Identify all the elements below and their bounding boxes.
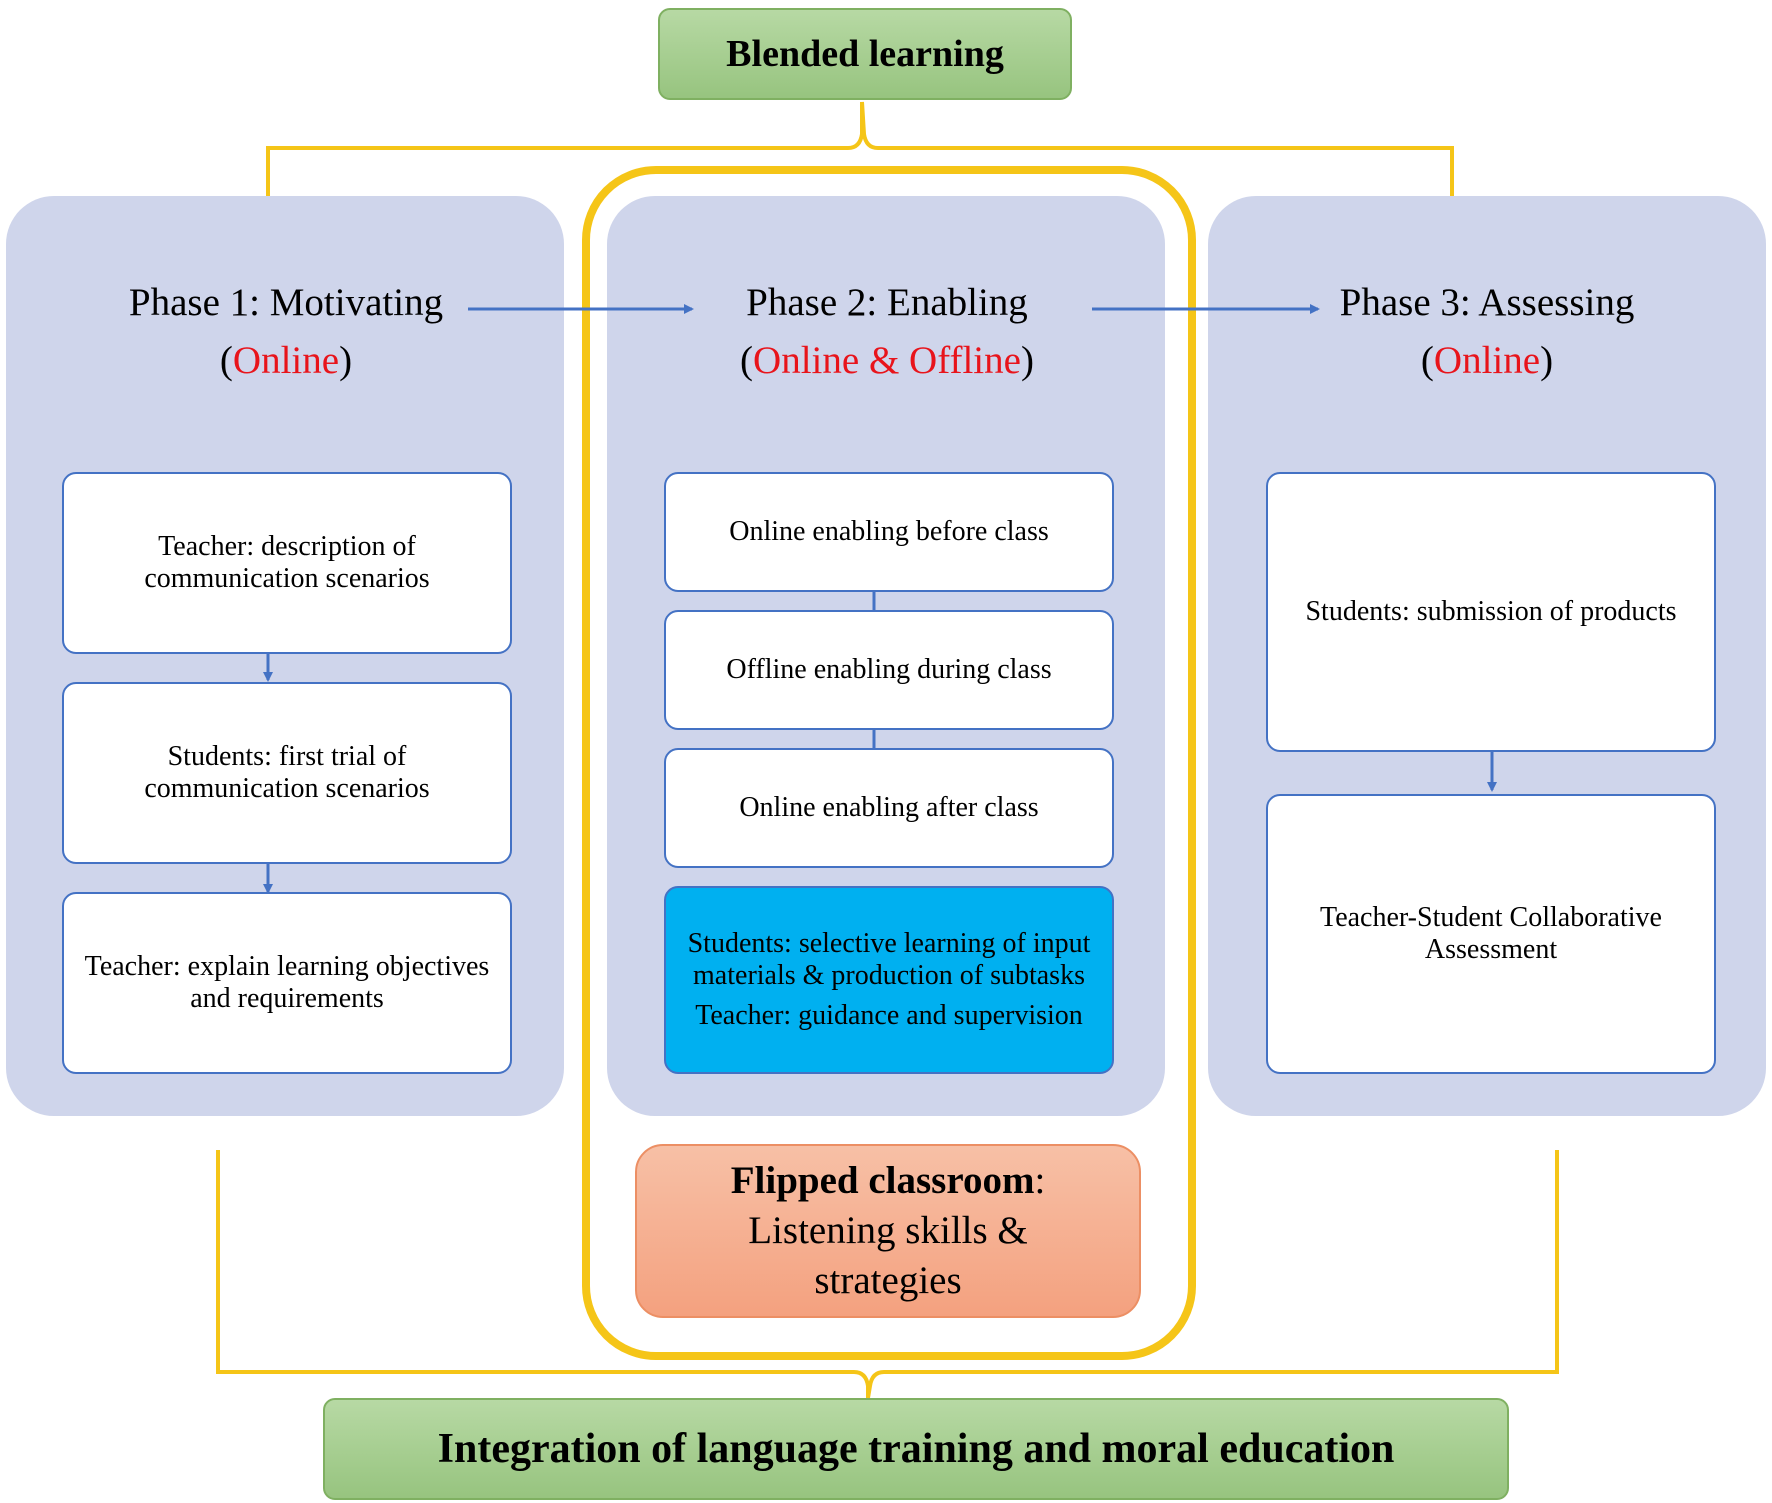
phase-1-title: Phase 1: Motivating (128, 281, 444, 324)
flipped-classroom-box: Flipped classroom: Listening skills & st… (635, 1144, 1141, 1318)
flipped-title: Flipped classroom (730, 1159, 1035, 1202)
top-bracket (266, 101, 1454, 196)
activity-students: Students: selective learning of input ma… (687, 928, 1091, 991)
phase-2-step-1: Online enabling before class (664, 472, 1114, 592)
phase-1-step-1: Teacher: description of communication sc… (62, 472, 512, 654)
integration-title: Integration of language training and mor… (437, 1426, 1395, 1472)
phase-1-header: Phase 1: Motivating (Online) (36, 274, 536, 390)
blended-learning-title: Blended learning (726, 33, 1004, 75)
phase-3-step-2: Teacher-Student Collaborative Assessment (1266, 794, 1716, 1074)
activity-teacher: Teacher: guidance and supervision (695, 1000, 1083, 1031)
flipped-line-2: strategies (814, 1259, 962, 1302)
flipped-line-1: Listening skills & (748, 1209, 1028, 1252)
phase-2-title: Phase 2: Enabling (746, 281, 1028, 324)
phase-3-mode: (Online) (1420, 339, 1554, 382)
phase-3-step-1: Students: submission of products (1266, 472, 1716, 752)
flipped-classroom-frame (582, 166, 1196, 1360)
phase-2-header: Phase 2: Enabling (Online & Offline) (637, 274, 1137, 390)
phase-2-activity-box: Students: selective learning of input ma… (664, 886, 1114, 1074)
blended-learning-box: Blended learning (658, 8, 1072, 100)
phase-2-step-2: Offline enabling during class (664, 610, 1114, 730)
phase-2-step-3: Online enabling after class (664, 748, 1114, 868)
phase-2-mode: (Online & Offline) (740, 339, 1034, 382)
phase-1-step-2: Students: first trial of communication s… (62, 682, 512, 864)
phase-1-mode: (Online) (219, 339, 353, 382)
phase-1-step-3: Teacher: explain learning objectives and… (62, 892, 512, 1074)
phase-3-header: Phase 3: Assessing (Online) (1237, 274, 1737, 390)
integration-box: Integration of language training and mor… (323, 1398, 1509, 1500)
phase-3-title: Phase 3: Assessing (1339, 281, 1635, 324)
